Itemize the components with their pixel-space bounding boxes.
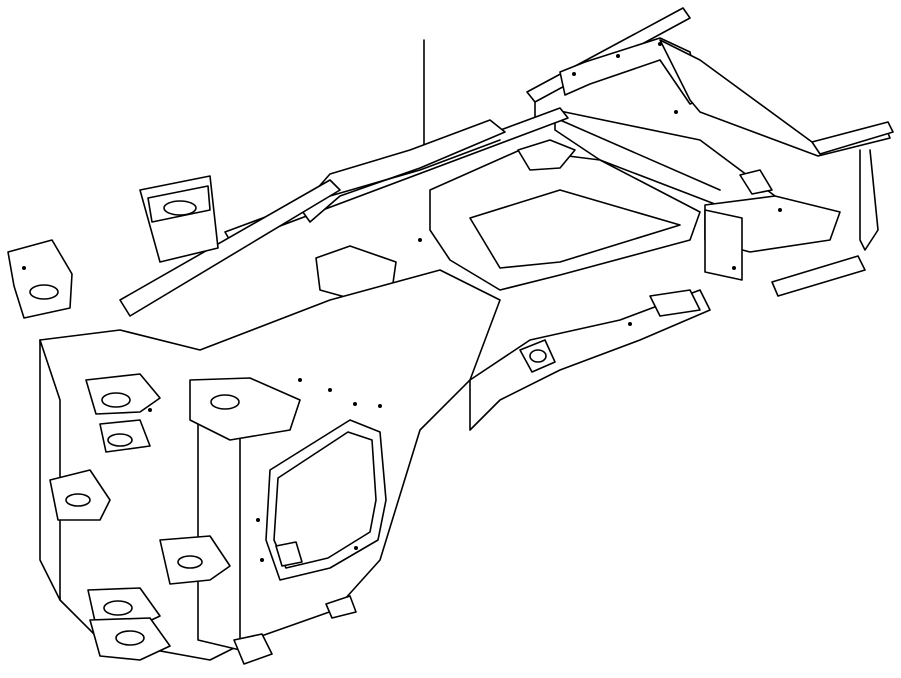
rear-cross-members xyxy=(554,109,866,297)
center-floor-pan xyxy=(429,139,701,291)
rear-beam xyxy=(469,289,711,431)
bolt-holes xyxy=(148,42,782,562)
front-frame-body xyxy=(39,269,501,661)
front-left-rail xyxy=(119,175,341,317)
rear-rail-upper xyxy=(526,7,894,251)
front-left-plate xyxy=(7,239,73,319)
side-panel-cutout xyxy=(265,419,387,581)
bottom-bracket xyxy=(325,595,357,619)
lower-pivot-ears xyxy=(49,469,273,665)
